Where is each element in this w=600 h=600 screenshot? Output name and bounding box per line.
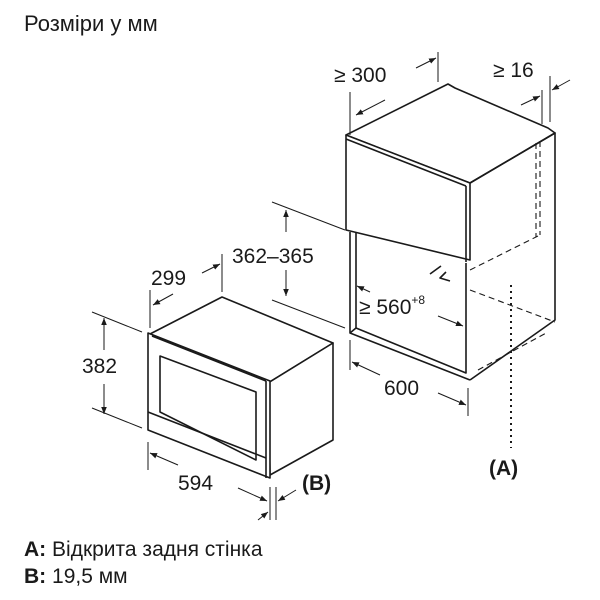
legend-item-a: A: Відкрита задня стінка (24, 539, 263, 560)
dim-opening-width-value: ≥ 560 (359, 296, 412, 319)
dim-appliance-width: 594 (178, 472, 214, 495)
appliance-dimensions (91, 254, 297, 521)
appliance-drawing (147, 296, 334, 479)
cabinet-drawing (345, 83, 556, 448)
dim-side-gap: ≥ 16 (493, 59, 534, 82)
dim-cabinet-width: 600 (384, 377, 420, 400)
label-b: (B) (302, 472, 332, 495)
cabinet-dimensions (271, 52, 571, 416)
legend-item-b: B: 19,5 мм (24, 566, 128, 587)
dim-cabinet-depth: ≥ 300 (334, 64, 387, 87)
dim-opening-width-tolerance: +8 (411, 293, 426, 307)
dim-opening-height: 362–365 (232, 245, 314, 268)
legend-text-b: 19,5 мм (52, 565, 128, 588)
dim-opening-width: ≥ 560+8 (359, 293, 426, 319)
legend-text-a: Відкрита задня стінка (52, 538, 263, 561)
label-a: (A) (489, 457, 519, 480)
dim-appliance-depth: 299 (151, 267, 187, 290)
legend-key-a: A: (24, 538, 47, 561)
page-title: Розміри у мм (24, 11, 158, 36)
legend-key-b: B: (24, 565, 47, 588)
dim-appliance-height: 382 (82, 355, 118, 378)
